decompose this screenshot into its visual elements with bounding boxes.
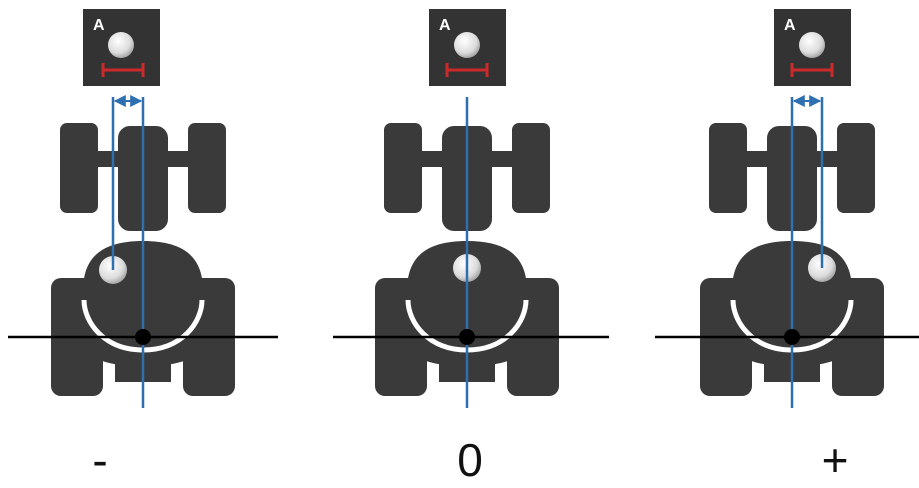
icon-label: A	[439, 17, 451, 34]
panel-negative: A	[8, 9, 278, 408]
width-bar-icon	[790, 63, 834, 77]
receiver-offset-icon: A	[774, 9, 851, 86]
caption-negative: -	[92, 434, 108, 486]
panel-positive: A	[655, 9, 919, 408]
width-bar-icon	[101, 63, 145, 77]
caption-positive: +	[821, 434, 849, 486]
icon-label: A	[784, 17, 796, 34]
pivot-point	[459, 329, 475, 345]
width-bar-icon	[445, 63, 489, 77]
receiver-dome-icon	[799, 32, 825, 58]
icon-label: A	[93, 17, 105, 34]
panel-zero: A	[333, 9, 609, 408]
receiver-dome-icon	[108, 32, 134, 58]
receiver-offset-icon: A	[83, 9, 160, 86]
pivot-point	[135, 329, 151, 345]
receiver-offset-icon: A	[429, 9, 506, 86]
pivot-point	[784, 329, 800, 345]
receiver-dome-icon	[454, 32, 480, 58]
caption-zero: 0	[457, 434, 483, 486]
